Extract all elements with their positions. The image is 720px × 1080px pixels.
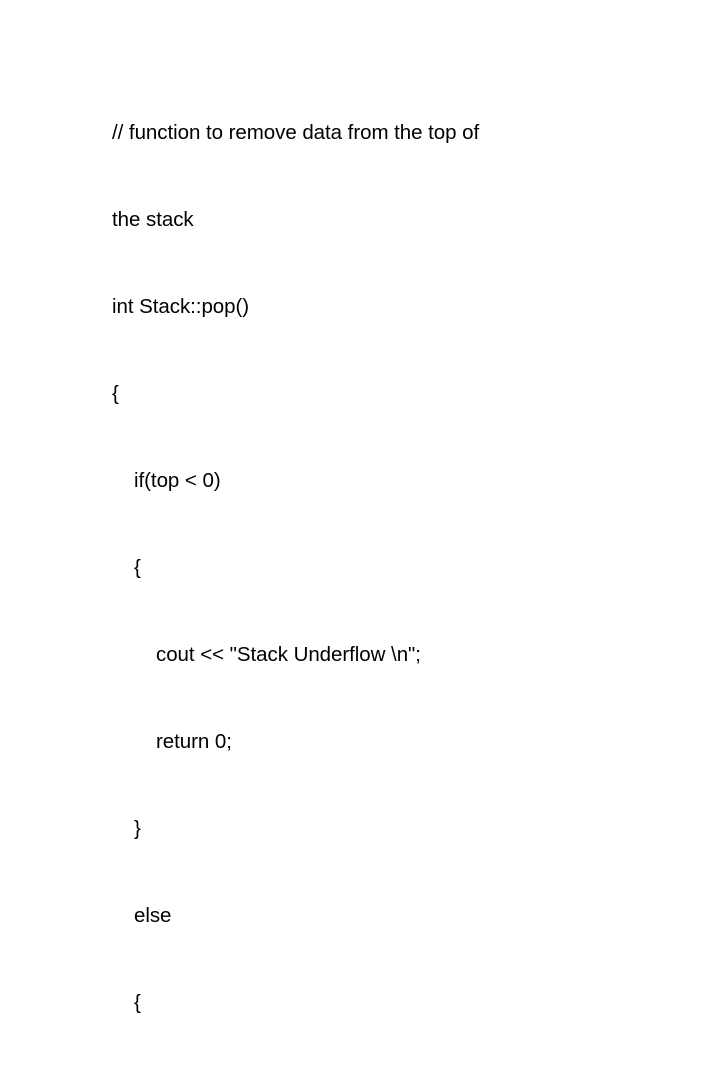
code-line: int d = a[top--];: [112, 1075, 672, 1080]
slide-canvas: // function to remove data from the top …: [112, 121, 480, 1080]
code-line: {: [112, 382, 119, 405]
code-line: }: [134, 817, 141, 840]
code-listing: // function to remove data from the top …: [112, 31, 672, 1080]
code-line: cout << "Stack Underflow \n";: [156, 643, 421, 666]
code-line: if(top < 0): [134, 469, 221, 492]
code-line: return 0;: [156, 730, 232, 753]
code-line: else: [134, 904, 172, 927]
code-line: // function to remove data from the top …: [112, 121, 480, 144]
code-line: {: [134, 556, 141, 579]
code-line: the stack: [112, 208, 194, 231]
code-line: int Stack::pop(): [112, 295, 250, 318]
code-line: {: [134, 991, 141, 1014]
